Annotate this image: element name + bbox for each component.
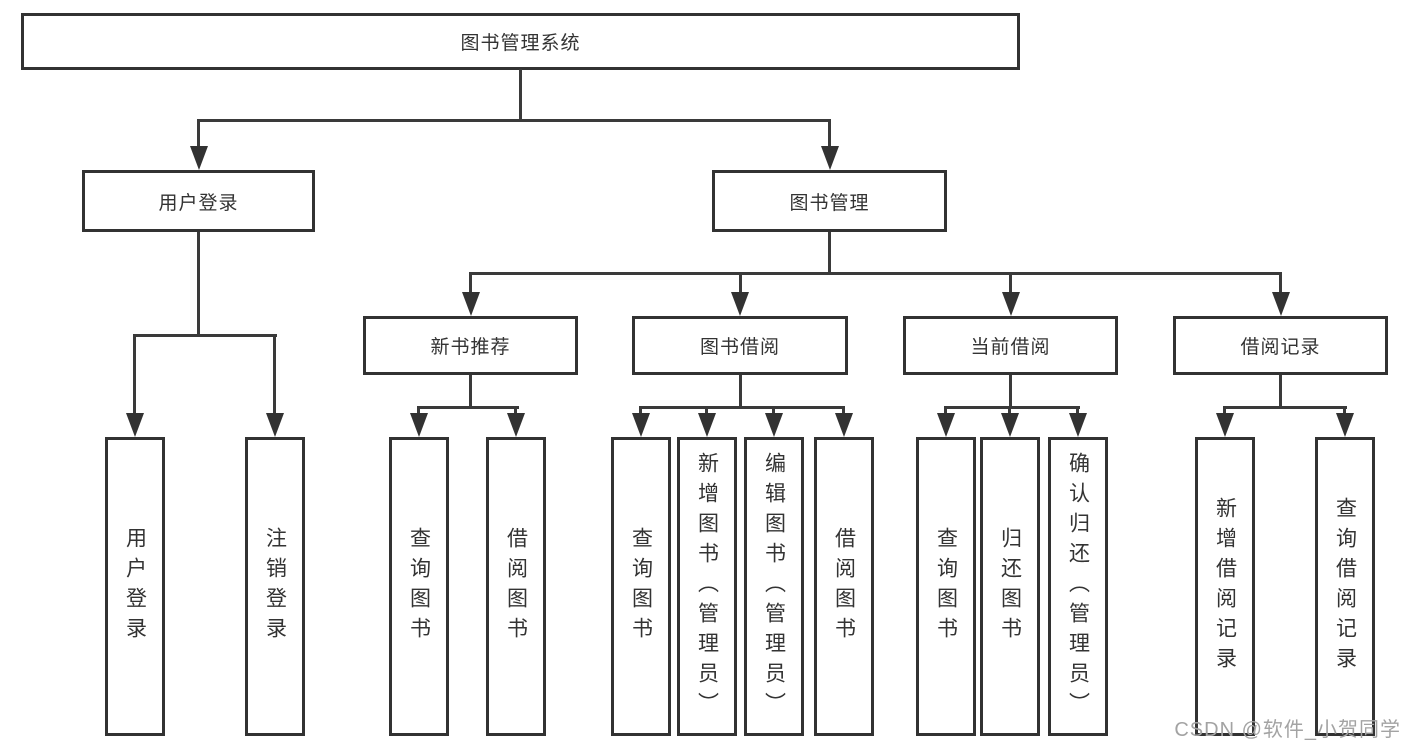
arrowhead-down-icon — [1336, 413, 1354, 437]
connector-line — [1279, 272, 1282, 298]
connector-line — [197, 119, 831, 122]
leaf-cur-return-books: 归还图书 — [980, 437, 1040, 736]
arrowhead-down-icon — [1272, 292, 1290, 316]
watermark: CSDN @软件_小贺同学 — [1174, 719, 1401, 741]
connector-line — [469, 272, 472, 298]
arrowhead-down-icon — [1069, 413, 1087, 437]
arrowhead-down-icon — [126, 413, 144, 437]
leaf-cur-query-books-label: 查询图书 — [934, 526, 958, 647]
node-book-management: 图书管理 — [712, 170, 947, 232]
arrowhead-down-icon — [507, 413, 525, 437]
connector-line — [417, 406, 519, 409]
connector-line — [1009, 272, 1012, 298]
node-borrow-records: 借阅记录 — [1173, 316, 1388, 375]
leaf-bw-borrow-books: 借阅图书 — [814, 437, 874, 736]
leaf-nb-query-books: 查询图书 — [389, 437, 449, 736]
node-user-login-label: 用户登录 — [158, 192, 239, 214]
connector-line — [133, 334, 277, 337]
leaf-user-login: 用户登录 — [105, 437, 165, 736]
leaf-bw-query-books-label: 查询图书 — [629, 526, 653, 647]
arrowhead-down-icon — [835, 413, 853, 437]
node-new-book-recommend-label: 新书推荐 — [430, 337, 511, 358]
connector-line — [639, 406, 845, 409]
arrowhead-down-icon — [765, 413, 783, 437]
node-user-login: 用户登录 — [82, 170, 315, 232]
leaf-bw-edit-books-admin: 编辑图书（管理员） — [744, 437, 804, 736]
node-book-borrow-label: 图书借阅 — [699, 337, 780, 358]
connector-line — [1223, 406, 1347, 409]
connector-line — [469, 272, 1281, 275]
connector-line — [828, 119, 831, 152]
arrowhead-down-icon — [698, 413, 716, 437]
leaf-cur-confirm-return-admin-label: 确认归还（管理员） — [1066, 451, 1090, 722]
arrowhead-down-icon — [821, 146, 839, 170]
connector-line — [197, 119, 200, 152]
leaf-his-query-record-label: 查询借阅记录 — [1333, 496, 1357, 677]
node-current-borrow-label: 当前借阅 — [970, 337, 1051, 358]
leaf-bw-borrow-books-label: 借阅图书 — [832, 526, 856, 647]
leaf-his-add-record: 新增借阅记录 — [1195, 437, 1255, 736]
node-borrow-records-label: 借阅记录 — [1240, 337, 1321, 358]
leaf-cur-confirm-return-admin: 确认归还（管理员） — [1048, 437, 1108, 736]
leaf-bw-add-books-admin-label: 新增图书（管理员） — [695, 451, 719, 722]
leaf-logout: 注销登录 — [245, 437, 305, 736]
arrowhead-down-icon — [410, 413, 428, 437]
arrowhead-down-icon — [1002, 292, 1020, 316]
arrowhead-down-icon — [190, 146, 208, 170]
arrowhead-down-icon — [266, 413, 284, 437]
connector-line — [944, 406, 1080, 409]
arrowhead-down-icon — [937, 413, 955, 437]
leaf-bw-edit-books-admin-label: 编辑图书（管理员） — [762, 451, 786, 722]
arrowhead-down-icon — [731, 292, 749, 316]
connector-line — [1009, 375, 1012, 408]
node-current-borrow: 当前借阅 — [903, 316, 1118, 375]
connector-line — [1279, 375, 1282, 408]
connector-line — [133, 334, 136, 419]
connector-line — [197, 232, 200, 336]
arrowhead-down-icon — [1216, 413, 1234, 437]
node-library-system-label: 图书管理系统 — [460, 33, 581, 54]
node-book-borrow: 图书借阅 — [632, 316, 848, 375]
arrowhead-down-icon — [1001, 413, 1019, 437]
connector-line — [273, 334, 276, 419]
arrowhead-down-icon — [462, 292, 480, 316]
leaf-bw-add-books-admin: 新增图书（管理员） — [677, 437, 737, 736]
leaf-nb-borrow-books: 借阅图书 — [486, 437, 546, 736]
connector-line — [469, 375, 472, 408]
connector-line — [519, 69, 522, 121]
node-book-management-label: 图书管理 — [789, 192, 870, 214]
arrowhead-down-icon — [632, 413, 650, 437]
leaf-logout-label: 注销登录 — [263, 526, 287, 647]
leaf-cur-query-books: 查询图书 — [916, 437, 976, 736]
node-new-book-recommend: 新书推荐 — [363, 316, 578, 375]
leaf-user-login-label: 用户登录 — [123, 526, 147, 647]
leaf-nb-borrow-books-label: 借阅图书 — [504, 526, 528, 647]
leaf-cur-return-books-label: 归还图书 — [998, 526, 1022, 647]
leaf-his-query-record: 查询借阅记录 — [1315, 437, 1375, 736]
connector-line — [739, 375, 742, 408]
node-library-system: 图书管理系统 — [21, 13, 1020, 70]
connector-line — [828, 232, 831, 274]
connector-line — [739, 272, 742, 298]
leaf-nb-query-books-label: 查询图书 — [407, 526, 431, 647]
leaf-bw-query-books: 查询图书 — [611, 437, 671, 736]
leaf-his-add-record-label: 新增借阅记录 — [1213, 496, 1237, 677]
